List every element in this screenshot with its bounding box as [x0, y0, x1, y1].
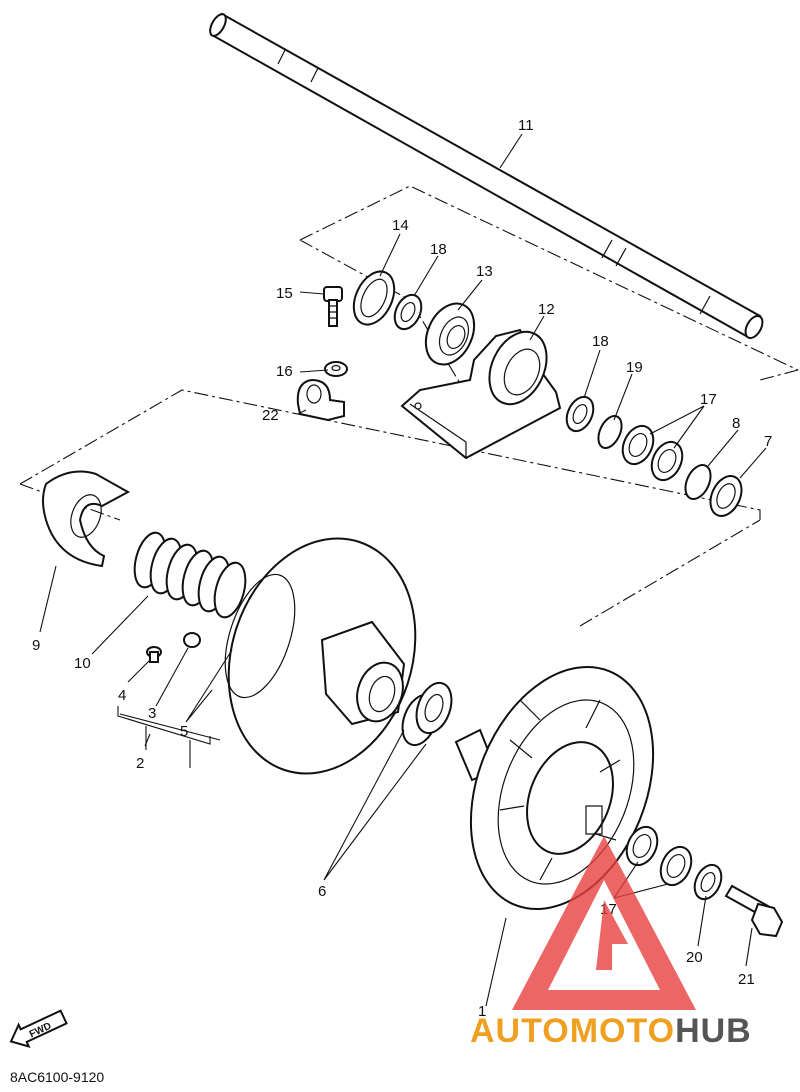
callout-3: 3: [148, 705, 156, 722]
nut: [324, 361, 348, 377]
fwd-arrow: FWD: [9, 1009, 68, 1049]
callout-18-lower: 18: [592, 333, 609, 350]
callout-11: 11: [518, 117, 534, 134]
watermark-logo: [512, 836, 696, 1010]
callout-19: 19: [626, 359, 643, 376]
sheave-bolt: [724, 884, 784, 938]
callout-16: 16: [276, 363, 293, 380]
callout-12: 12: [538, 301, 555, 318]
spring-seat: [42, 470, 131, 568]
bearing-housing: [400, 328, 562, 460]
slider-bolt: [146, 632, 201, 663]
svg-text:AUTOMOTOHUB: AUTOMOTOHUB: [470, 1012, 752, 1050]
movable-sheave: [224, 537, 417, 775]
callout-22: 22: [262, 407, 279, 424]
callout-14: 14: [392, 217, 409, 234]
collar: [401, 681, 453, 747]
callout-9: 9: [32, 637, 40, 654]
callout-18-upper: 18: [430, 241, 447, 258]
callout-5: 5: [180, 723, 188, 740]
upper-group-outline: [299, 185, 799, 401]
watermark-brand-primary: AUTOMOTO: [470, 1012, 675, 1050]
watermark-brand-secondary: HUB: [675, 1012, 752, 1050]
shaft: [209, 12, 764, 340]
spring: [133, 531, 247, 619]
clamp-bracket: [296, 378, 345, 422]
callout-1: 1: [478, 1003, 486, 1020]
callout-13: 13: [476, 263, 493, 280]
washer: [393, 293, 423, 331]
washer-stack: [565, 395, 743, 517]
callout-20: 20: [686, 949, 703, 966]
callout-4: 4: [118, 687, 126, 704]
callout-8: 8: [732, 415, 740, 432]
callout-15: 15: [276, 285, 293, 302]
bolt: [323, 286, 343, 327]
lower-washers: [625, 825, 723, 901]
callout-10: 10: [74, 655, 91, 672]
callout-17-upper: 17: [700, 391, 717, 408]
drawing-code: 8AC6100-9120: [10, 1069, 105, 1085]
fixed-sheave: [454, 666, 655, 910]
callout-6: 6: [318, 883, 326, 900]
bearing: [424, 302, 476, 366]
callout-21: 21: [738, 971, 755, 988]
triangle-logo-icon: [512, 836, 696, 1010]
circlip: [352, 270, 396, 326]
callout-2: 2: [136, 755, 144, 772]
callout-7: 7: [764, 433, 772, 450]
